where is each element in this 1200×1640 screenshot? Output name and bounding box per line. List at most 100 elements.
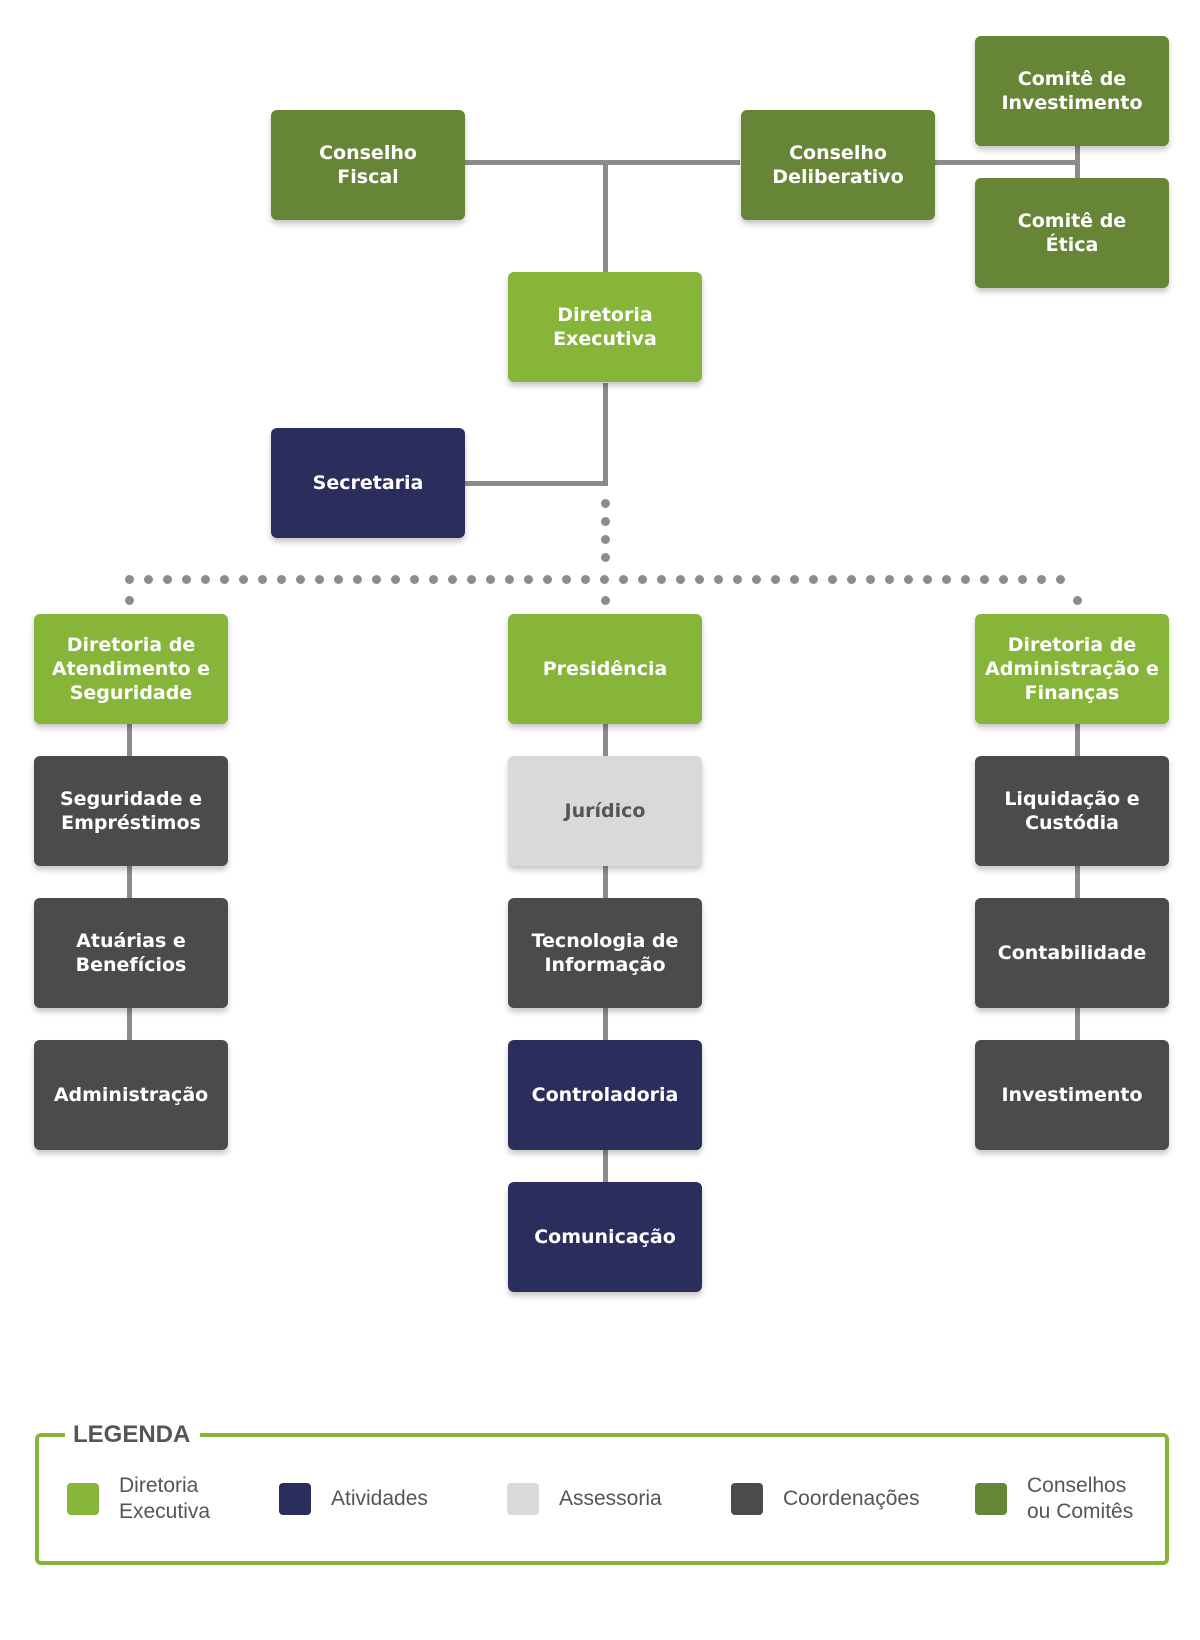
node-administracao: Administração [34, 1040, 228, 1150]
connector-dot [238, 574, 248, 584]
connector-line [934, 160, 1079, 165]
connector-dot [903, 574, 913, 584]
connector-dot [601, 498, 610, 508]
connector-dot [675, 574, 685, 584]
connector-line [603, 383, 608, 486]
connector-dot [466, 574, 476, 584]
node-diretoria-atendimento: Diretoria de Atendimento e Seguridade [34, 614, 228, 724]
connector-dot [409, 574, 419, 584]
legend-label: Diretoria Executiva [119, 1474, 211, 1523]
node-controladoria: Controladoria [508, 1040, 702, 1150]
node-juridico: Jurídico [508, 756, 702, 866]
connector-dot [601, 552, 610, 562]
legend-item-atividades: Atividades [279, 1437, 428, 1561]
node-diretoria-executiva: Diretoria Executiva [508, 272, 702, 382]
node-comunicacao: Comunicação [508, 1182, 702, 1292]
connector-dot [542, 574, 552, 584]
connector-dot [314, 574, 324, 584]
connector-dot [219, 574, 229, 584]
connector-dot [162, 574, 172, 584]
connector-dot [770, 574, 780, 584]
connector-dot [143, 574, 153, 584]
connector-dot [371, 574, 381, 584]
legend-item-assessoria: Assessoria [507, 1437, 662, 1561]
node-seguridade-emprestimos: Seguridade e Empréstimos [34, 756, 228, 866]
legend-swatch [507, 1483, 539, 1515]
connector-dot [504, 574, 514, 584]
connector-dot [333, 574, 343, 584]
legend-swatch [731, 1483, 763, 1515]
connector-dot [1073, 595, 1082, 605]
legend-label: Coordenações [783, 1487, 920, 1510]
connector-dot [601, 595, 610, 605]
connector-dot [713, 574, 723, 584]
connector-dot [276, 574, 286, 584]
connector-dot [789, 574, 799, 584]
connector-dot [447, 574, 457, 584]
connector-dot [295, 574, 305, 584]
legend-item-diretoria-executiva: Diretoria Executiva [67, 1437, 210, 1561]
connector-dot [694, 574, 704, 584]
connector-dot [561, 574, 571, 584]
connector-line [127, 866, 132, 898]
connector-dot [485, 574, 495, 584]
node-tecnologia-informacao: Tecnologia de Informação [508, 898, 702, 1008]
connector-dot [884, 574, 894, 584]
connector-dot [922, 574, 932, 584]
connector-dot [827, 574, 837, 584]
node-diretoria-administracao: Diretoria de Administração e Finanças [975, 614, 1169, 724]
legend-box: LEGENDA Diretoria Executiva Atividades A… [35, 1421, 1169, 1565]
connector-line [603, 1008, 608, 1040]
connector-dot [941, 574, 951, 584]
node-conselho-fiscal: Conselho Fiscal [271, 110, 465, 220]
connector-line [603, 724, 608, 756]
connector-dot [580, 574, 590, 584]
connector-dot [618, 574, 628, 584]
connector-dot [181, 574, 191, 584]
connector-dot [751, 574, 761, 584]
node-comite-etica: Comitê de Ética [975, 178, 1169, 288]
connector-dot [979, 574, 989, 584]
node-liquidacao-custodia: Liquidação e Custódia [975, 756, 1169, 866]
node-comite-investimento: Comitê de Investimento [975, 36, 1169, 146]
connector-dot [601, 534, 610, 544]
connector-dot [125, 595, 134, 605]
connector-line [1075, 866, 1080, 898]
legend-label: Atividades [331, 1487, 428, 1510]
connector-line [1075, 1008, 1080, 1040]
connector-line [603, 866, 608, 898]
legend-item-conselhos: Conselhos ou Comitês [975, 1437, 1133, 1561]
legend-label: Conselhos ou Comitês [1027, 1474, 1134, 1523]
connector-dot [428, 574, 438, 584]
connector-dot [124, 574, 134, 584]
connector-dot [257, 574, 267, 584]
node-secretaria: Secretaria [271, 428, 465, 538]
legend-title: LEGENDA [65, 1421, 201, 1449]
connector-line [603, 1150, 608, 1182]
connector-dot [846, 574, 856, 584]
node-investimento: Investimento [975, 1040, 1169, 1150]
connector-dot [808, 574, 818, 584]
connector-line [1075, 724, 1080, 756]
connector-dot [1017, 574, 1027, 584]
connector-line [463, 481, 608, 486]
connector-dot [523, 574, 533, 584]
legend-item-coordenacoes: Coordenações [731, 1437, 920, 1561]
connector-dot [656, 574, 666, 584]
legend-swatch [67, 1483, 99, 1515]
connector-dot [200, 574, 210, 584]
connector-dot [599, 574, 609, 584]
connector-dot [352, 574, 362, 584]
node-atuarias-beneficios: Atuárias e Benefícios [34, 898, 228, 1008]
connector-dot [1036, 574, 1046, 584]
connector-dot [637, 574, 647, 584]
connector-line [1075, 146, 1080, 180]
connector-dot [998, 574, 1008, 584]
node-presidencia: Presidência [508, 614, 702, 724]
connector-dot [732, 574, 742, 584]
connector-dot [390, 574, 400, 584]
legend-swatch [975, 1483, 1007, 1515]
connector-line [127, 1008, 132, 1040]
connector-dot [1055, 574, 1065, 584]
connector-line [463, 160, 740, 165]
